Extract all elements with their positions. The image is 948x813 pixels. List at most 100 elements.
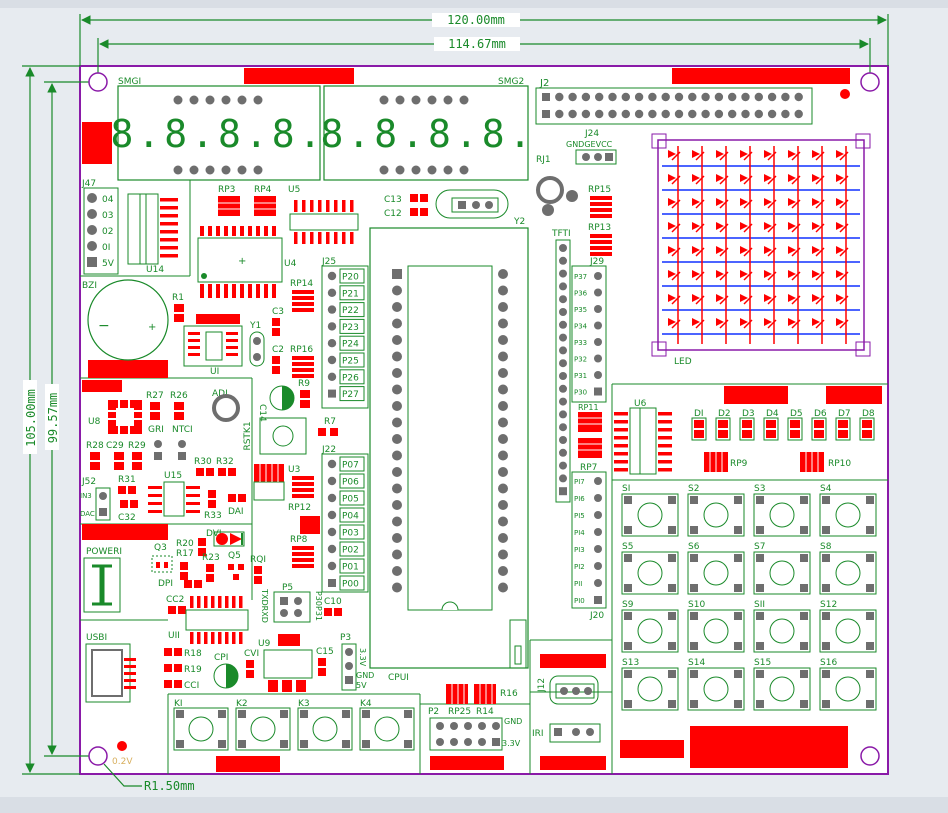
j29-pin-label: P31 — [574, 372, 587, 380]
switch-pin — [756, 700, 764, 708]
q3-transistor — [151, 555, 173, 573]
switch-pin — [624, 612, 632, 620]
led-pad — [814, 430, 824, 438]
matrix-led — [764, 270, 772, 278]
matrix-led-arrow — [719, 271, 729, 281]
led-label: D4 — [766, 409, 779, 419]
u11-pin — [204, 632, 208, 644]
u5-pin — [318, 200, 322, 212]
u6-pin — [658, 436, 672, 440]
matrix-led — [836, 198, 844, 206]
cpu-pin — [392, 483, 402, 494]
led-pad — [838, 420, 848, 428]
u5-pin — [302, 232, 306, 244]
r1-label: R1 — [172, 293, 184, 303]
led-label: D7 — [838, 409, 851, 419]
j2-pin — [555, 92, 564, 102]
cpu-pin — [498, 516, 508, 527]
rp14-label: RP14 — [290, 279, 313, 289]
j2-pin — [608, 109, 617, 119]
cv1-label: CVI — [244, 649, 259, 659]
switch-pin — [822, 612, 830, 620]
matrix-led-arrow — [719, 151, 729, 161]
rp11-resistor-pack — [578, 412, 602, 458]
matrix-led — [716, 294, 724, 302]
u6-pin — [614, 444, 628, 448]
rq1-label: RQI — [250, 555, 266, 565]
switch-knob — [703, 618, 729, 644]
bz1-buzzer: − + — [87, 279, 169, 361]
cpu-pin — [498, 549, 508, 560]
y2-crystal: Y2 — [435, 189, 525, 227]
u6-pin — [658, 444, 672, 448]
j29-label: J29 — [589, 257, 604, 267]
switch-pin — [756, 670, 764, 678]
rstk1-reset-button: RSTK1 — [243, 417, 307, 455]
u4-pin — [224, 284, 228, 298]
r18-label: R18 — [184, 649, 202, 659]
dac-label: DAC — [80, 510, 95, 518]
matrix-led-arrow — [743, 175, 753, 185]
svg-text:U4: U4 — [284, 259, 297, 269]
svg-text:CPUI: CPUI — [388, 673, 409, 683]
cpu-pin — [498, 533, 508, 543]
u15-ic — [148, 481, 200, 517]
power1-switch — [83, 557, 121, 613]
u6-ic: U6 — [614, 399, 672, 475]
j20-pin — [594, 511, 602, 519]
matrix-led-arrow — [695, 223, 705, 233]
rp14-resistor-pack — [292, 290, 314, 312]
seg-pin — [237, 165, 247, 175]
j47-pin — [87, 193, 97, 203]
j29-pin-label: P35 — [574, 306, 587, 314]
matrix-led-arrow — [719, 223, 729, 233]
switch-pin — [866, 584, 874, 592]
r30-label: R30 — [194, 457, 212, 467]
switch-pin — [668, 584, 676, 592]
matrix-led — [788, 270, 796, 278]
u1-ic: UI — [183, 325, 243, 377]
cc2-capacitor — [168, 606, 186, 614]
seg-pin — [379, 95, 389, 105]
u11-pin — [197, 596, 201, 608]
switch-knob — [769, 560, 795, 586]
u11-pin — [239, 596, 243, 608]
cc1-label: CCI — [184, 681, 199, 691]
j20-pin — [594, 596, 602, 604]
j52-label: J52 — [81, 477, 96, 487]
led-pad — [742, 430, 752, 438]
seg-pin — [427, 95, 437, 105]
r32-label: R32 — [216, 457, 234, 467]
j2-pin — [781, 92, 790, 102]
switch-pin — [756, 554, 764, 562]
switch-pin — [624, 584, 632, 592]
r26-label: R26 — [170, 391, 188, 401]
j2-pin — [767, 109, 777, 119]
ad1-label: ADI — [212, 389, 228, 399]
matrix-led-arrow — [839, 151, 849, 161]
j25-pin-label: P21 — [342, 289, 359, 299]
r23-label: R23 — [202, 553, 220, 563]
u4-pin — [232, 226, 236, 236]
j2-pin — [634, 109, 644, 119]
led-pad — [694, 420, 704, 428]
u11-pin — [218, 596, 222, 608]
j20-pin — [594, 579, 602, 587]
seven-segment-display-1: SMGI 8.8.8.8. — [110, 77, 322, 181]
u4-pin — [272, 226, 276, 236]
matrix-led — [788, 222, 796, 230]
u4-pin — [264, 284, 268, 298]
switch-body — [687, 493, 745, 537]
j20-pin-label: PI0 — [574, 597, 585, 605]
switch-body — [753, 609, 811, 653]
j29-pin — [594, 321, 602, 330]
j20-pin-label: PI5 — [574, 512, 585, 520]
key-knob — [374, 716, 400, 742]
rp13-resistor-pack — [590, 234, 612, 256]
r1-resistor — [174, 304, 184, 322]
matrix-led-arrow — [743, 295, 753, 305]
switch-body — [819, 609, 877, 653]
led-pad — [790, 430, 800, 438]
p3-5v-label: 5V — [356, 681, 367, 690]
c12-c13-capacitors — [410, 194, 428, 216]
